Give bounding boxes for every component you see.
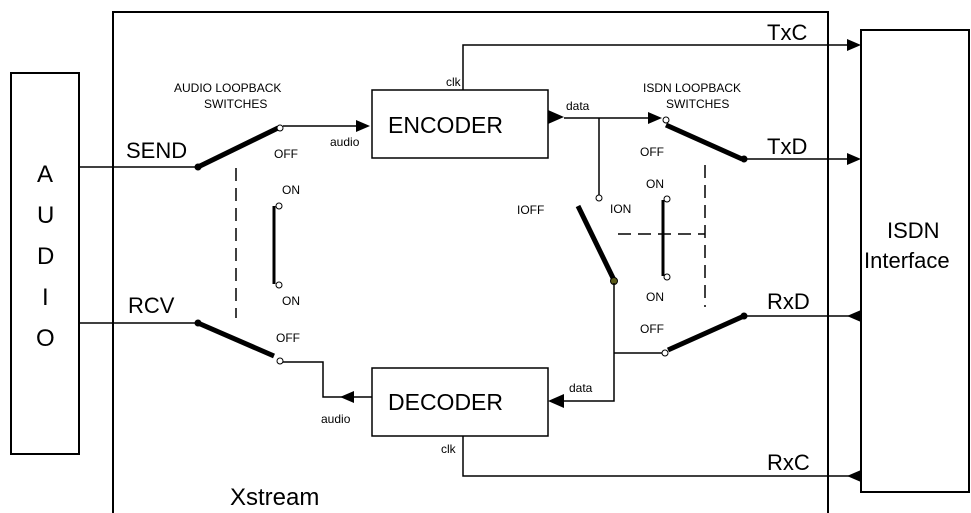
internal-loopback-return-line [564, 283, 615, 402]
decoder-clk-label: clk [441, 442, 457, 456]
isdn-loopback-on-contact-top [663, 195, 671, 203]
isdn-loopback-title-line1: ISDN LOOPBACK [643, 81, 741, 95]
audio-letter-a: A [37, 161, 53, 188]
send-label: SEND [126, 138, 187, 163]
decoder-audio-label: audio [321, 412, 351, 426]
send-off-label: OFF [274, 147, 298, 161]
ion-contact [595, 194, 603, 202]
txd-off-label: OFF [640, 145, 664, 159]
rxd-switch-pivot [740, 312, 748, 320]
ion-label: ION [610, 202, 631, 216]
decoder-label: DECODER [388, 389, 503, 415]
audio-loopback-title-line1: AUDIO LOOPBACK [174, 81, 281, 95]
encoder-data-label: data [566, 99, 590, 113]
encoder-data-out-arrow [548, 110, 564, 124]
audio-loopback-title-line2: SWITCHES [204, 97, 267, 111]
decoder-block [371, 367, 549, 437]
rcv-switch-blade [197, 320, 275, 359]
txd-label: TxD [767, 134, 807, 159]
rxd-label: RxD [767, 289, 810, 314]
send-switch-pivot [194, 163, 202, 171]
txd-switch-blade [664, 122, 744, 162]
audio-letters: A U D I O [36, 161, 55, 352]
send-switch-blade [196, 125, 280, 170]
internal-loopback-blade [575, 204, 617, 282]
audio-loopback-on-contact-top [275, 202, 283, 210]
audio-letter-d: D [37, 243, 54, 270]
rxc-arrow [847, 470, 861, 482]
txd-arrow [847, 153, 861, 165]
isdn-loopback-on-top-label: ON [646, 177, 664, 191]
decoder-data-in-arrow [548, 394, 564, 408]
rcv-switch-pivot [194, 319, 202, 327]
audio-letter-u: U [37, 202, 54, 229]
encoder-clk-label: clk [446, 75, 462, 89]
encoder-audio-input-arrow [356, 120, 370, 132]
rcv-label: RCV [128, 293, 175, 318]
rcv-off-contact [276, 357, 284, 365]
txd-off-contact [662, 116, 670, 124]
decoder-data-label: data [569, 381, 593, 395]
rxc-label: RxC [767, 450, 810, 475]
decoder-audio-output-arrow [340, 391, 354, 403]
audio-letter-o: O [36, 325, 55, 352]
isdn-loopback-on-bottom-label: ON [646, 290, 664, 304]
rxd-off-contact [661, 349, 669, 357]
encoder-data-arrow-to-switch [648, 112, 662, 124]
txc-arrow [847, 39, 861, 51]
isdn-loopback-title-line2: SWITCHES [666, 97, 729, 111]
audio-letter-i: I [42, 284, 49, 311]
rcv-off-label: OFF [276, 331, 300, 345]
audio-box [10, 72, 80, 455]
isdn-loopback-on-contact-bottom [663, 273, 671, 281]
encoder-audio-label: audio [330, 135, 360, 149]
isdn-interface-label-line1: ISDN [887, 218, 940, 243]
txc-clock-line [462, 44, 849, 90]
send-off-contact [276, 124, 284, 132]
audio-loopback-on-bottom-label: ON [282, 294, 300, 308]
ioff-label: IOFF [517, 203, 544, 217]
decoder-audio-output-line [283, 361, 354, 398]
audio-loopback-on-contact-bottom [275, 281, 283, 289]
txc-label: TxC [767, 20, 807, 45]
rxc-clock-line [462, 436, 849, 477]
rxd-switch-blade [666, 313, 746, 353]
isdn-interface-box [860, 29, 970, 493]
xstream-label: Xstream [230, 484, 319, 511]
isdn-interface-label-line2: Interface [864, 248, 950, 273]
rxd-off-label: OFF [640, 322, 664, 336]
audio-loopback-on-top-label: ON [282, 183, 300, 197]
xstream-boundary [112, 11, 829, 513]
rxd-arrow [847, 310, 861, 322]
encoder-label: ENCODER [388, 112, 503, 138]
